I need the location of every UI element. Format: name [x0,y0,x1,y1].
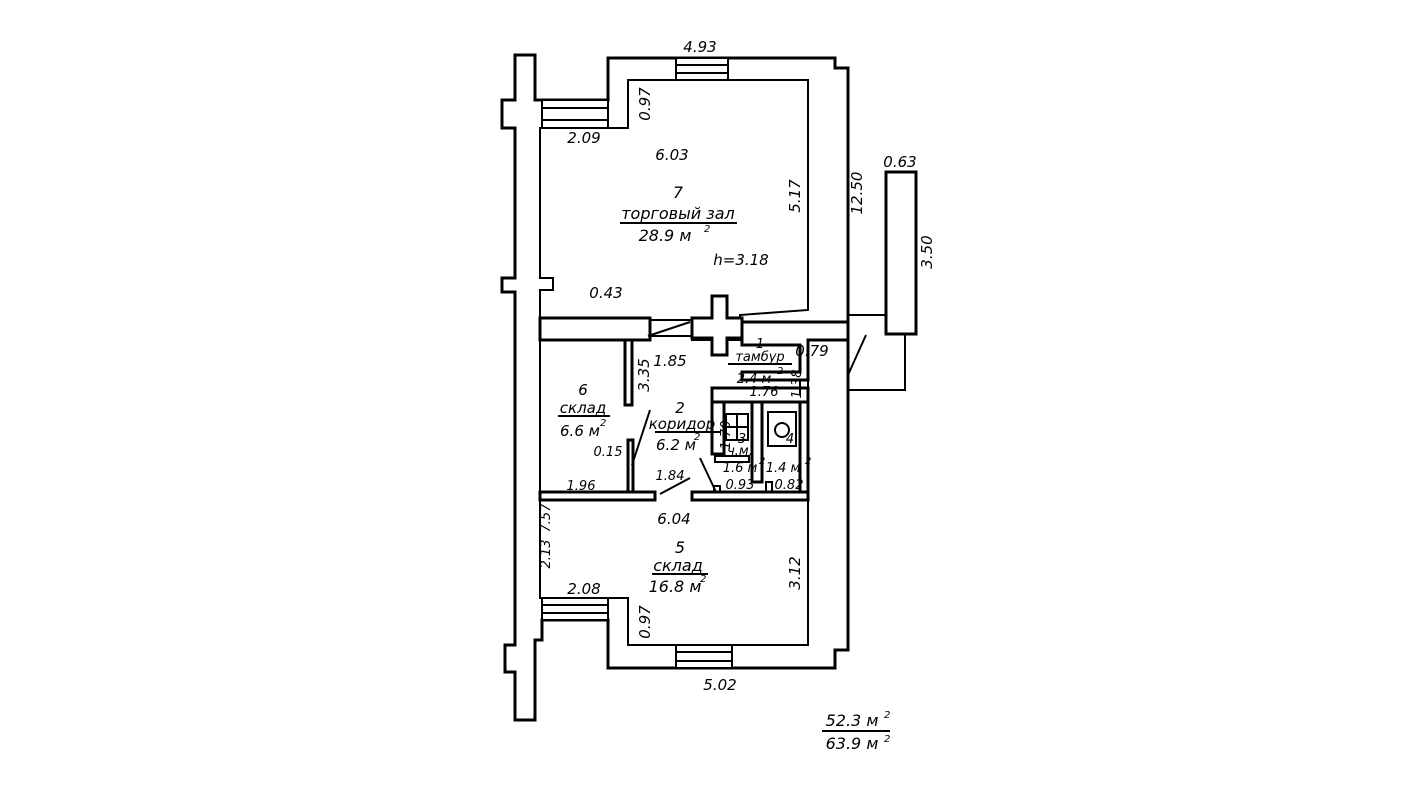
dim-room7-width: 6.03 [655,146,688,164]
room-2-label: 2 коридор 6.2 м 2 [649,399,720,454]
exterior-stair [884,170,918,336]
area-totals: 52.3 м 2 63.9 м 2 [822,710,890,753]
dim-wc-170: 1.70 [719,421,734,450]
window-bottom-left [541,597,609,621]
svg-text:h=3.18: h=3.18 [713,251,768,269]
window-top [675,57,729,81]
partition-0-15 [626,438,635,494]
window-bottom [675,644,733,669]
svg-text:2: 2 [704,224,710,235]
partition-3-35 [623,338,634,407]
svg-text:7: 7 [673,183,684,202]
svg-text:5: 5 [675,538,685,557]
svg-text:2: 2 [700,574,706,585]
dim-tambur-176: 1.76 [750,385,779,400]
svg-text:склад: склад [560,399,606,417]
dim-tambur-138: 1.38 [790,370,805,399]
svg-text:тамбур: тамбур [735,350,784,365]
room-4-label: 4 1.4 м 2 [766,432,812,476]
room-3-label: 3 ч.м. 1.6 м 2 [723,432,766,476]
svg-text:1.4 м: 1.4 м [766,461,801,476]
dim-outer-right: 12.50 [848,172,866,215]
svg-text:коридор: коридор [649,415,716,433]
svg-text:52.3 м: 52.3 м [826,711,879,730]
svg-text:1.6 м: 1.6 м [723,461,758,476]
partition-6-04 [538,490,657,502]
dim-stair-length: 3.50 [918,235,936,268]
dim-door-093: 0.93 [726,478,755,493]
dim-wall-015: 0.15 [594,445,623,460]
dim-corridor-184: 1.84 [656,469,685,484]
svg-text:2: 2 [759,456,765,467]
svg-text:2.4 м: 2.4 м [737,372,772,387]
window-top-left [541,99,609,129]
dim-top-left-width: 2.09 [567,129,600,147]
svg-text:2: 2 [600,418,606,429]
svg-text:2: 2 [805,456,811,467]
svg-text:2: 2 [777,366,783,377]
door-swing [647,321,691,337]
svg-text:6: 6 [578,381,588,399]
svg-text:2: 2 [694,432,700,443]
svg-text:63.9 м: 63.9 м [826,734,879,753]
dim-partition-335: 3.35 [635,358,653,391]
dim-bottom-window-depth: 0.97 [636,605,654,639]
room-7-label: 7 торговый зал 28.9 м 2 h=3.18 [620,183,769,269]
svg-text:6.2 м: 6.2 м [656,436,696,454]
room-6-label: 6 склад 6.6 м 2 [558,381,610,440]
dim-left-213: 2.13 [539,540,554,569]
svg-text:28.9 м: 28.9 м [639,226,692,245]
svg-text:1: 1 [756,337,764,352]
room-5-label: 5 склад 16.8 м 2 [649,538,708,596]
svg-text:16.8 м: 16.8 м [649,577,702,596]
svg-text:торговый зал: торговый зал [621,204,735,223]
svg-text:2: 2 [884,710,890,721]
svg-text:4: 4 [786,432,794,447]
dim-room7-right: 5.17 [786,179,804,213]
tambur-wall [740,320,850,382]
column-cross [690,294,744,357]
sink-fixture [767,411,797,447]
dim-bottom-left-208: 2.08 [567,580,600,598]
svg-text:3: 3 [738,432,746,447]
svg-text:6.6 м: 6.6 м [560,422,600,440]
dim-room6-196: 1.96 [567,479,596,494]
dim-mid-604: 6.04 [657,510,690,528]
dim-top-left-depth: 0.97 [636,87,654,121]
partition-0-43 [538,316,652,342]
dim-tambur-079: 0.79 [795,342,828,360]
dim-door-185: 1.85 [653,352,686,370]
dim-room5-312: 3.12 [786,556,804,589]
dim-partition-043: 0.43 [589,284,622,302]
room-1-label: 1 тамбур 2.4 м 2 [728,337,792,387]
dim-top-window: 4.93 [683,38,716,56]
dim-bottom-window: 5.02 [703,676,736,694]
svg-text:2: 2 [675,399,685,417]
svg-text:склад: склад [653,556,703,575]
dim-stair-width: 0.63 [883,153,916,171]
svg-text:2: 2 [884,734,890,745]
svg-text:ч.м.: ч.м. [727,444,753,459]
dim-left-757: 7.57 [539,503,554,533]
dim-door-082: 0.82 [775,478,804,493]
